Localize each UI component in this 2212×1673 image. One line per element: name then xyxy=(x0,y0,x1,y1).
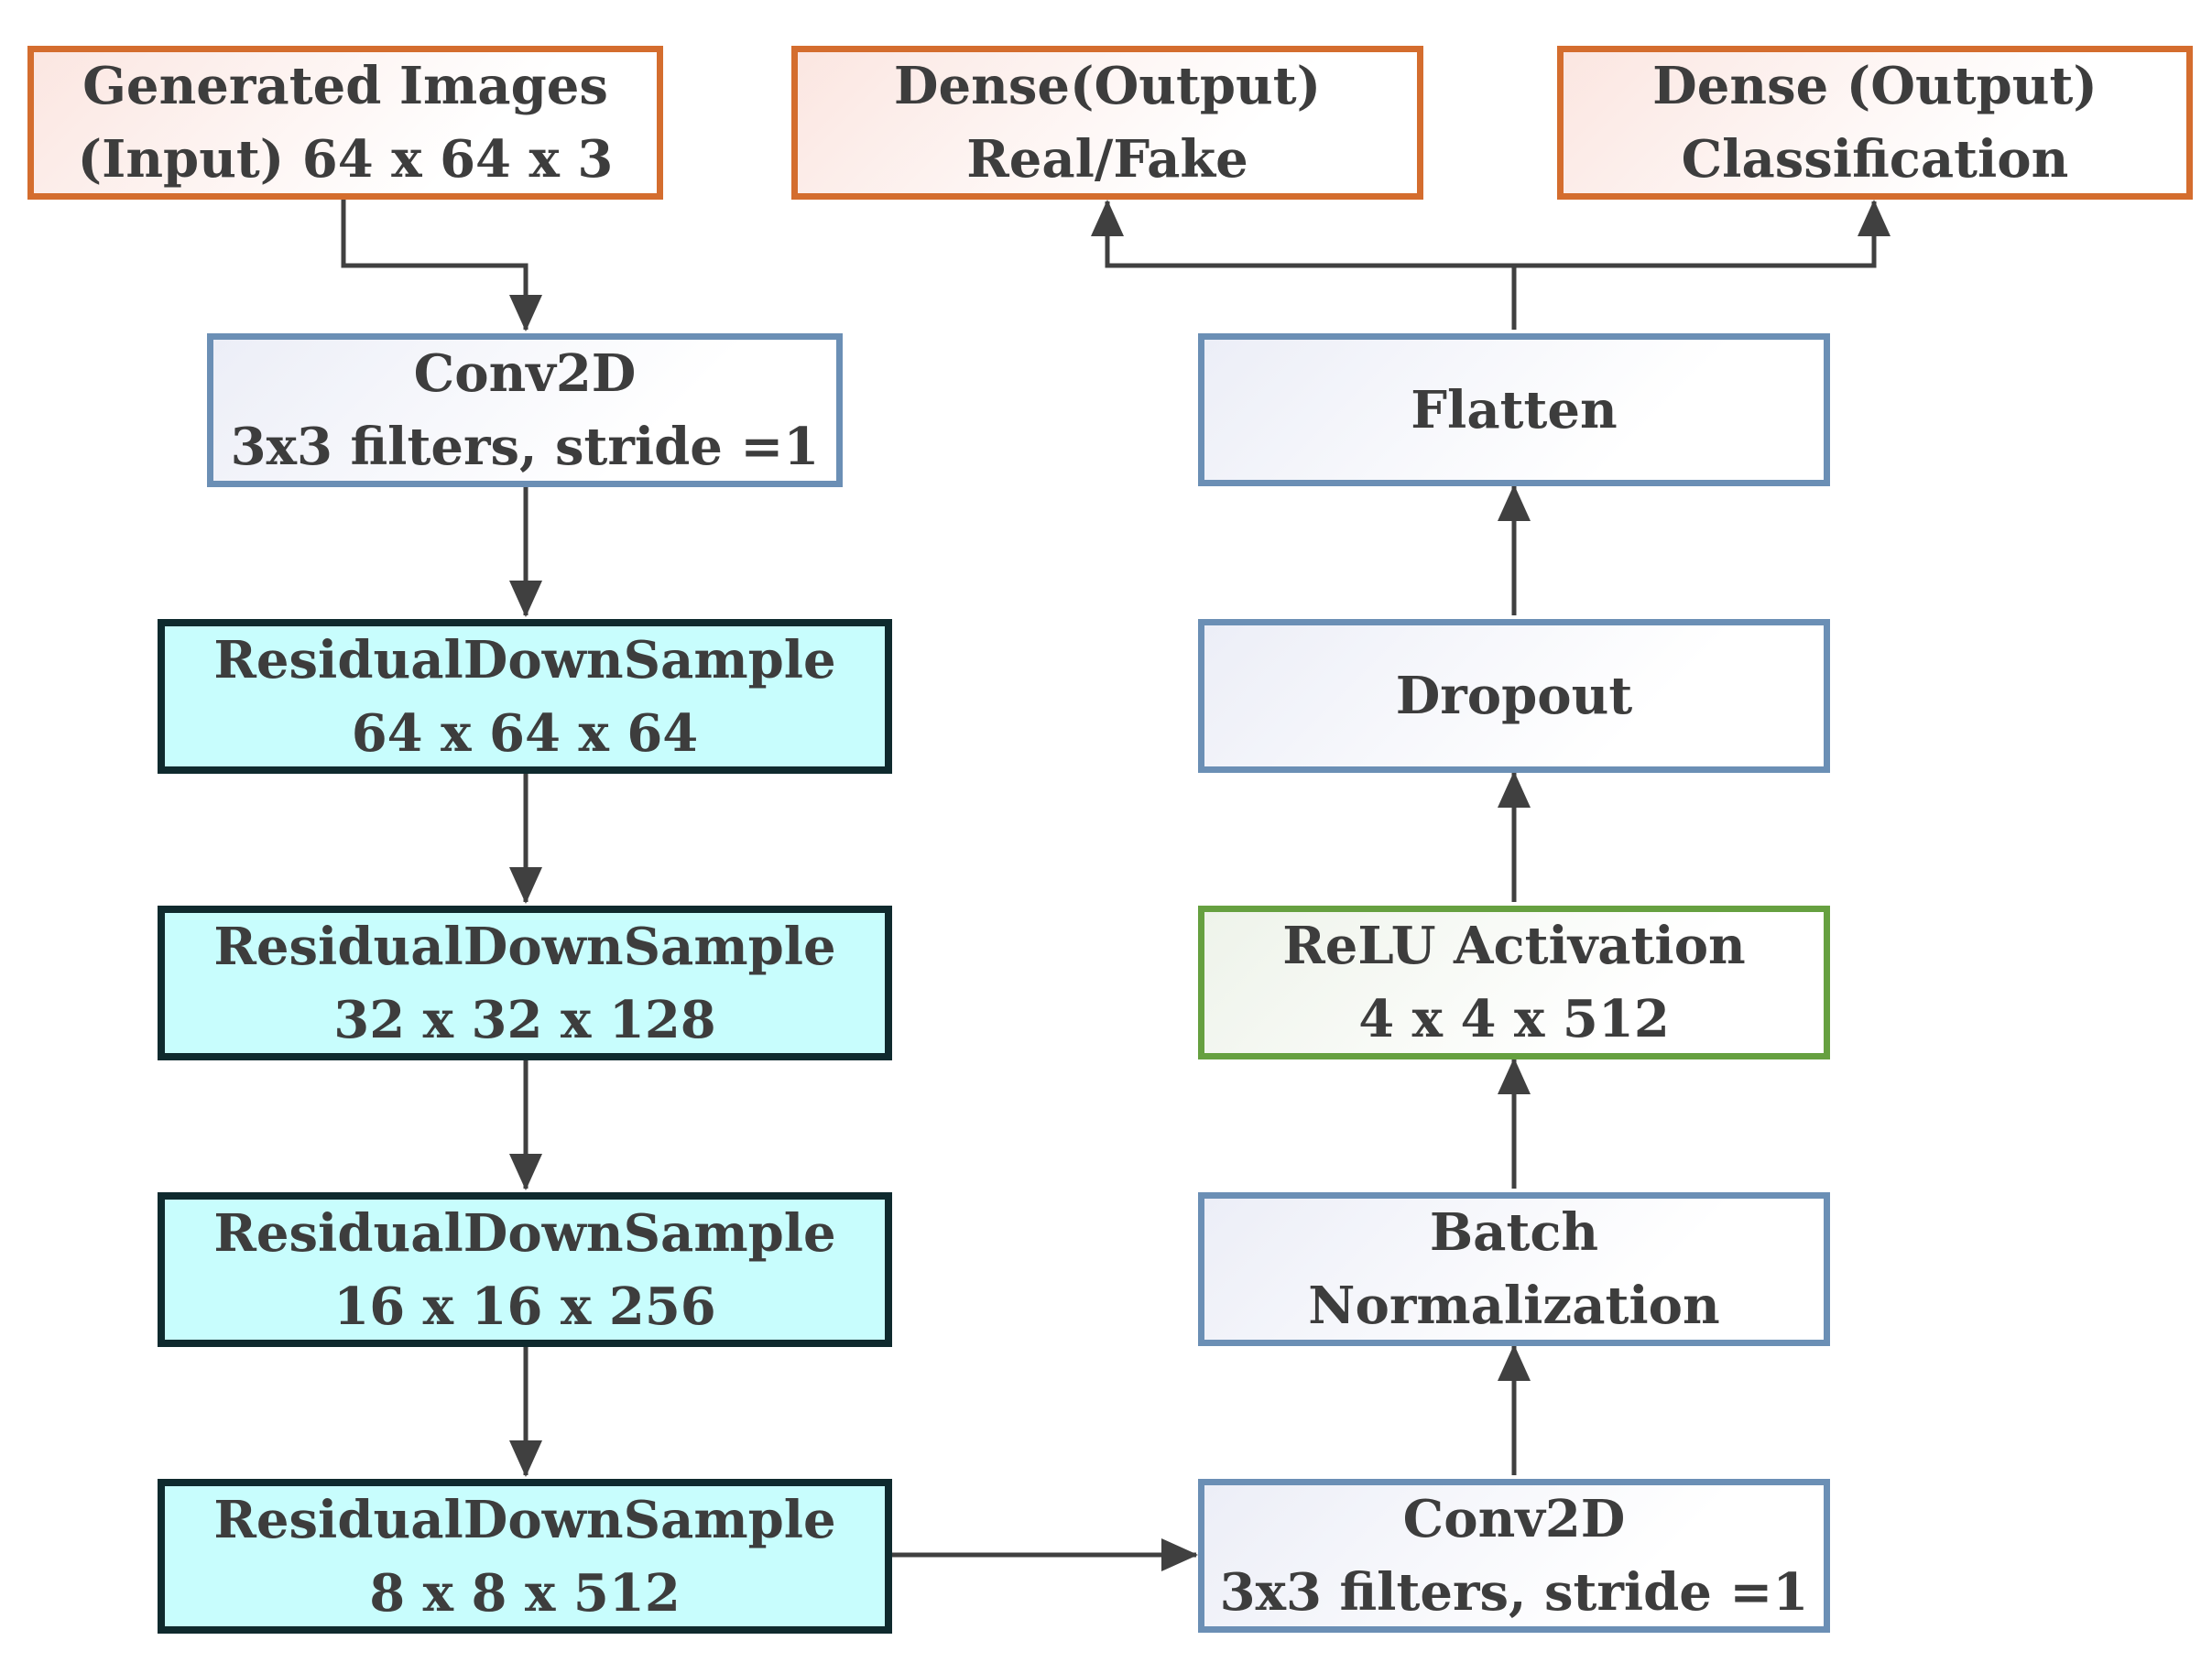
residual-downsample-4-node: ResidualDownSample 8 x 8 x 512 xyxy=(158,1479,892,1634)
conv2d-right-line-1: Conv2D xyxy=(1402,1489,1626,1549)
batchnorm-line-2: Normalization xyxy=(1308,1276,1720,1336)
output-realfake-line-2: Real/Fake xyxy=(966,129,1248,190)
residual-downsample-2-node: ResidualDownSample 32 x 32 x 128 xyxy=(158,906,892,1060)
dropout-label: Dropout xyxy=(1395,666,1633,726)
residual-2-line-1: ResidualDownSample xyxy=(213,916,836,977)
residual-3-line-2: 16 x 16 x 256 xyxy=(333,1276,716,1337)
dropout-node: Dropout xyxy=(1198,619,1830,773)
residual-4-line-2: 8 x 8 x 512 xyxy=(369,1562,681,1624)
residual-3-line-1: ResidualDownSample xyxy=(213,1202,836,1264)
relu-line-1: ReLU Activation xyxy=(1282,916,1746,976)
conv2d-right-node: Conv2D 3x3 filters, stride =1 xyxy=(1198,1479,1830,1633)
batchnorm-line-1: Batch xyxy=(1429,1202,1599,1263)
residual-1-line-1: ResidualDownSample xyxy=(213,629,836,690)
residual-4-line-1: ResidualDownSample xyxy=(213,1489,836,1550)
output-classification-line-2: Classification xyxy=(1681,129,2069,190)
edge-flatten-to-classification xyxy=(1514,200,1891,268)
edge-input-to-conv xyxy=(341,200,542,331)
output-realfake-node: Dense(Output) Real/Fake xyxy=(791,46,1423,200)
conv2d-right-line-2: 3x3 filters, stride =1 xyxy=(1219,1562,1809,1623)
input-node-line-2: (Input) 64 x 64 x 3 xyxy=(77,129,614,190)
residual-2-line-2: 32 x 32 x 128 xyxy=(333,989,716,1050)
conv2d-left-line-2: 3x3 filters, stride =1 xyxy=(230,417,820,477)
input-node: Generated Images (Input) 64 x 64 x 3 xyxy=(27,46,663,200)
batch-normalization-node: Batch Normalization xyxy=(1198,1192,1830,1346)
conv2d-left-line-1: Conv2D xyxy=(413,343,637,404)
relu-line-2: 4 x 4 x 512 xyxy=(1358,989,1670,1049)
residual-downsample-1-node: ResidualDownSample 64 x 64 x 64 xyxy=(158,619,892,774)
input-node-line-1: Generated Images xyxy=(82,56,608,116)
residual-1-line-2: 64 x 64 x 64 xyxy=(351,702,699,764)
output-realfake-line-1: Dense(Output) xyxy=(893,56,1322,116)
output-classification-node: Dense (Output) Classification xyxy=(1557,46,2193,200)
relu-activation-node: ReLU Activation 4 x 4 x 512 xyxy=(1198,906,1830,1059)
conv2d-left-node: Conv2D 3x3 filters, stride =1 xyxy=(207,333,843,487)
edge-flatten-to-realfake xyxy=(1091,200,1514,268)
output-classification-line-1: Dense (Output) xyxy=(1652,56,2098,116)
flatten-label: Flatten xyxy=(1411,379,1618,440)
flatten-node: Flatten xyxy=(1198,333,1830,486)
residual-downsample-3-node: ResidualDownSample 16 x 16 x 256 xyxy=(158,1192,892,1347)
